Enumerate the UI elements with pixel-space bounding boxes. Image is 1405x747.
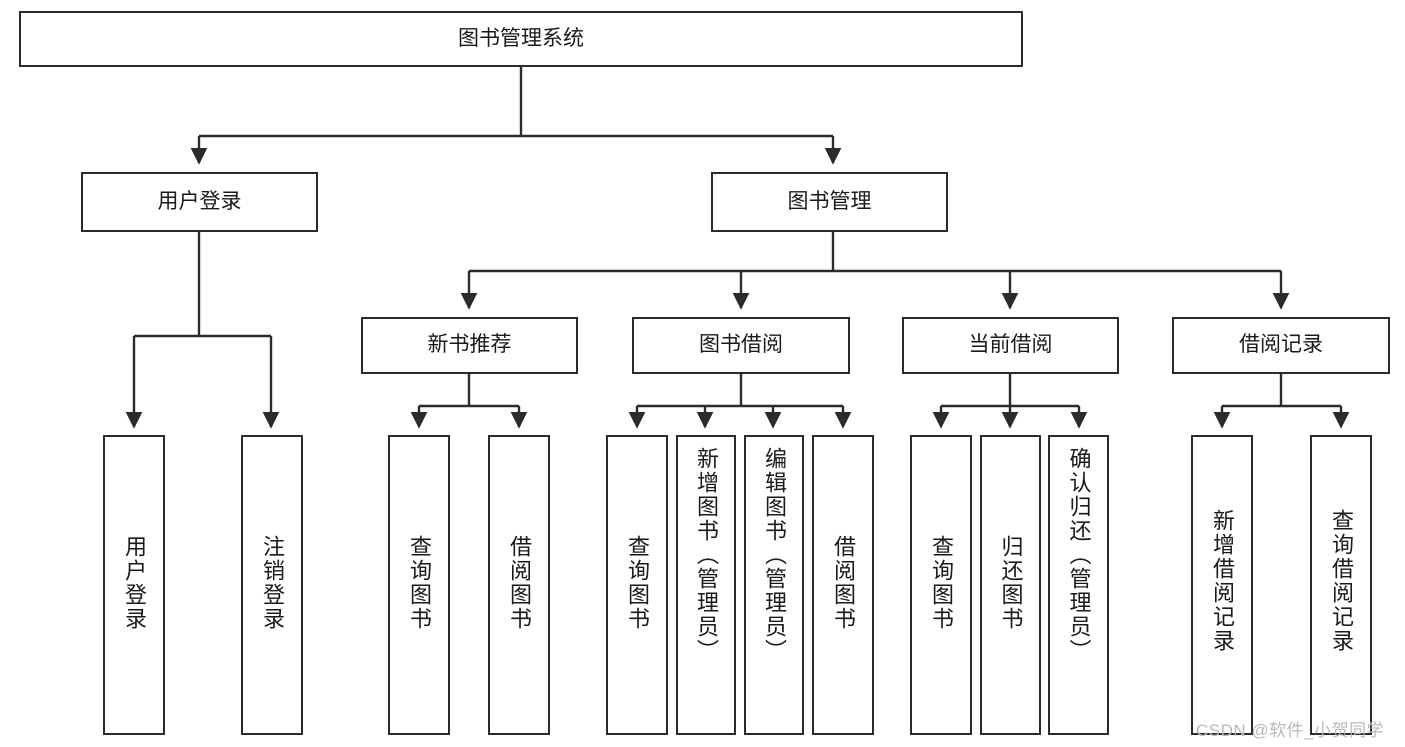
node-label: 借阅图书 — [831, 535, 856, 631]
leaf-query-borrow-record[interactable]: 查询借阅记录 — [1310, 435, 1372, 735]
node-label: 注销登录 — [260, 535, 285, 631]
node-book-management[interactable]: 图书管理 — [711, 172, 948, 232]
node-label: 用户登录 — [122, 535, 147, 631]
node-label: 新增图书（管理员） — [694, 447, 719, 663]
node-user-login[interactable]: 用户登录 — [81, 172, 318, 232]
node-label: 查询图书 — [929, 535, 954, 631]
node-book-borrow[interactable]: 图书借阅 — [632, 317, 850, 374]
node-label: 当前借阅 — [968, 333, 1053, 357]
node-label: 确认归还（管理员） — [1066, 447, 1092, 663]
node-new-book-recommend[interactable]: 新书推荐 — [361, 317, 578, 374]
leaf-borrow-book-recommend[interactable]: 借阅图书 — [488, 435, 550, 735]
node-label: 查询图书 — [625, 535, 650, 631]
node-label: 归还图书 — [998, 535, 1024, 631]
node-label: 查询图书 — [407, 535, 432, 631]
leaf-borrow-book[interactable]: 借阅图书 — [812, 435, 874, 735]
leaf-add-book[interactable]: 新增图书（管理员） — [676, 435, 736, 735]
leaf-return-book[interactable]: 归还图书 — [980, 435, 1041, 735]
leaf-user-login[interactable]: 用户登录 — [103, 435, 165, 735]
node-borrow-record[interactable]: 借阅记录 — [1172, 317, 1390, 374]
node-label: 图书借阅 — [699, 333, 783, 357]
leaf-query-book-borrow[interactable]: 查询图书 — [606, 435, 668, 735]
node-label: 新增借阅记录 — [1210, 509, 1235, 653]
node-label: 用户登录 — [157, 189, 242, 213]
leaf-edit-book[interactable]: 编辑图书（管理员） — [744, 435, 804, 735]
node-current-borrow[interactable]: 当前借阅 — [902, 317, 1119, 374]
node-label: 查询借阅记录 — [1329, 509, 1354, 653]
node-label: 图书管理系统 — [458, 26, 584, 50]
node-label: 编辑图书（管理员） — [762, 447, 787, 663]
node-label: 借阅图书 — [507, 535, 532, 631]
leaf-query-book-current[interactable]: 查询图书 — [910, 435, 972, 735]
leaf-confirm-return[interactable]: 确认归还（管理员） — [1048, 435, 1109, 735]
node-label: 图书管理 — [787, 189, 872, 213]
leaf-logout-login[interactable]: 注销登录 — [241, 435, 303, 735]
leaf-query-book-recommend[interactable]: 查询图书 — [388, 435, 450, 735]
watermark-text: CSDN @软件_小贺同学 — [1196, 721, 1385, 740]
node-root-system[interactable]: 图书管理系统 — [19, 11, 1023, 67]
node-label: 借阅记录 — [1239, 333, 1323, 357]
leaf-add-borrow-record[interactable]: 新增借阅记录 — [1191, 435, 1253, 735]
node-label: 新书推荐 — [427, 333, 512, 357]
